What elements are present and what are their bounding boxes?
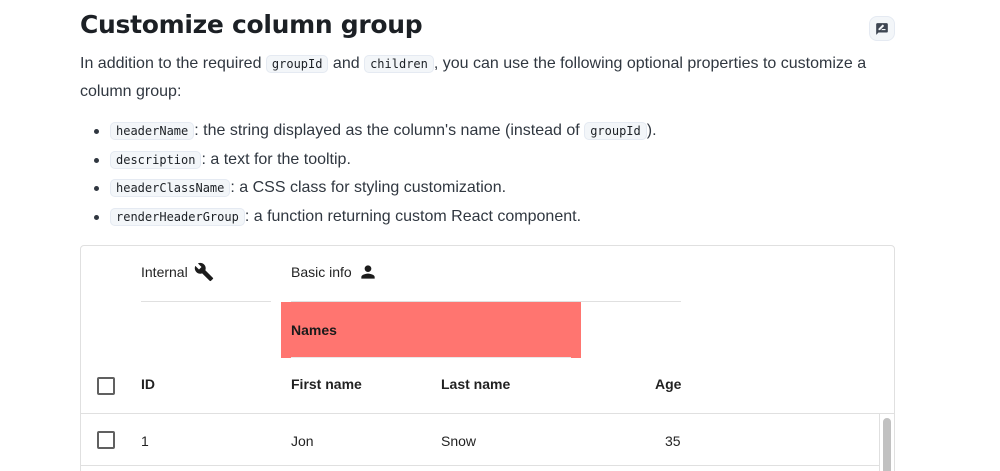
group-header-basic-info[interactable]: Basic info — [291, 262, 378, 282]
data-grid-demo: Internal Basic info Names ID First name … — [80, 245, 895, 471]
section-title: Customize column group — [80, 10, 423, 39]
property-description: : the string displayed as the column's n… — [194, 122, 585, 139]
scrollbar-thumb[interactable] — [883, 418, 891, 471]
property-description: ). — [646, 122, 657, 139]
feedback-button[interactable] — [869, 16, 895, 41]
property-item-description: description: a text for the tooltip. — [92, 146, 892, 175]
code-groupId: groupId — [265, 55, 329, 73]
divider — [291, 357, 571, 358]
intro-text: In addition to the required — [80, 55, 266, 72]
column-header-last-name[interactable]: Last name — [441, 376, 511, 392]
code-renderHeaderGroup: renderHeaderGroup — [110, 207, 245, 226]
property-item-headerClassName: headerClassName: a CSS class for styling… — [92, 174, 892, 203]
property-item-headerName: headerName: the string displayed as the … — [92, 117, 892, 146]
column-header-first-name[interactable]: First name — [291, 376, 362, 392]
code-description: description — [110, 150, 202, 169]
header-divider — [81, 413, 894, 414]
cell-age: 35 — [665, 433, 681, 449]
person-icon — [361, 265, 375, 279]
feedback-edit-icon — [876, 22, 888, 35]
row-checkbox[interactable] — [97, 431, 115, 449]
intro-text: and — [328, 55, 365, 72]
cell-id: 1 — [141, 433, 149, 449]
group-label: Names — [291, 322, 337, 338]
property-description: : a text for the tooltip. — [201, 150, 351, 168]
select-all-checkbox[interactable] — [97, 377, 115, 395]
group-label: Internal — [141, 264, 188, 280]
properties-list: headerName: the string displayed as the … — [92, 117, 892, 231]
code-children: children — [364, 55, 434, 73]
group-label: Basic info — [291, 264, 352, 280]
divider — [291, 301, 681, 302]
divider — [141, 301, 271, 302]
wrench-icon — [194, 262, 213, 282]
column-header-id[interactable]: ID — [141, 376, 155, 392]
code-headerClassName: headerClassName — [110, 179, 231, 198]
property-item-renderHeaderGroup: renderHeaderGroup: a function returning … — [92, 203, 892, 232]
code-headerName: headerName — [110, 122, 195, 140]
code-groupId: groupId — [584, 122, 647, 140]
group-header-internal[interactable]: Internal — [141, 262, 214, 282]
cell-first-name: Jon — [291, 433, 314, 449]
group-header-names[interactable]: Names — [281, 302, 581, 358]
column-header-age[interactable]: Age — [655, 376, 682, 392]
row-divider — [81, 465, 879, 466]
property-description: : a function returning custom React comp… — [244, 207, 582, 225]
intro-text: , you can use the following optional pro… — [80, 55, 867, 100]
intro-paragraph: In addition to the required groupId and … — [80, 50, 900, 106]
property-description: : a CSS class for styling customization. — [230, 179, 507, 197]
cell-last-name: Snow — [441, 433, 477, 449]
